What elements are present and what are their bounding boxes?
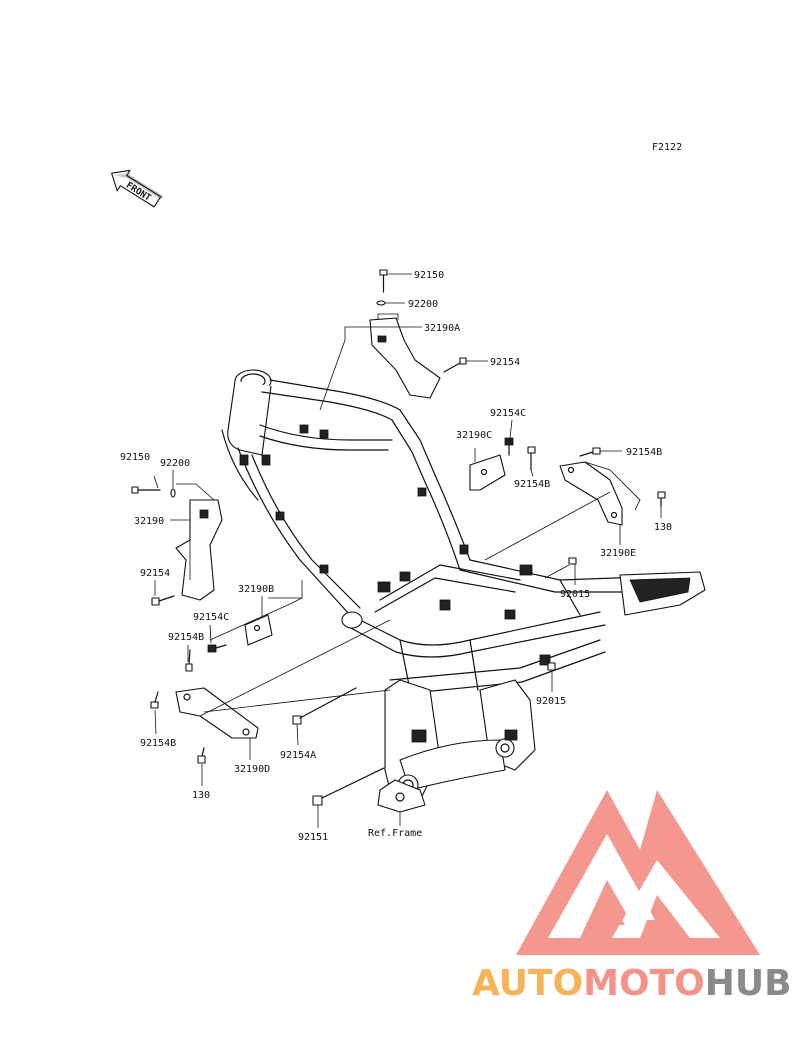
bolt-icon — [443, 357, 467, 373]
bolt-icon — [504, 437, 514, 456]
part-label: 92154A — [280, 750, 316, 761]
part-label: 92154C — [193, 612, 229, 623]
bolt-icon — [527, 446, 536, 471]
part-label: 130 — [192, 790, 210, 801]
diagram-code: F2122 — [652, 142, 682, 153]
front-arrow-icon: FRONT — [111, 169, 164, 208]
bolt-icon — [207, 644, 227, 653]
parts-group — [131, 269, 666, 806]
part-label: 32190A — [424, 323, 460, 334]
part-label: 92154 — [490, 357, 520, 368]
part-label: 92154B — [626, 447, 662, 458]
part-label: 92154B — [140, 738, 176, 749]
bracket-icon — [175, 687, 259, 739]
watermark-text: AUTOMOTOHUB — [472, 963, 792, 1004]
part-label: 92200 — [160, 458, 190, 469]
nut-icon — [547, 662, 556, 671]
frame-drawing — [221, 369, 706, 813]
bracket-icon — [559, 461, 623, 526]
bolt-icon — [657, 491, 666, 507]
bracket-icon — [175, 499, 223, 601]
long-bolt-icon — [292, 687, 357, 725]
long-bolt-icon — [312, 767, 385, 806]
part-label: 130 — [654, 522, 672, 533]
bolt-icon — [150, 691, 159, 709]
part-label: 92015 — [560, 589, 590, 600]
reference-label: Ref.Frame — [368, 828, 422, 839]
washer-icon — [376, 300, 386, 306]
part-label: 32190D — [234, 764, 270, 775]
part-label: 92154C — [490, 408, 526, 419]
bracket-icon — [469, 454, 506, 491]
bolt-icon — [185, 649, 193, 672]
bolt-icon — [197, 747, 206, 764]
bolt-icon — [579, 447, 601, 457]
part-label: 92154B — [514, 479, 550, 490]
nut-icon — [568, 557, 577, 565]
part-label: 92151 — [298, 832, 328, 843]
part-label: 32190 — [134, 516, 164, 527]
part-label: 92200 — [408, 299, 438, 310]
washer-icon — [170, 488, 176, 498]
leader-lines — [153, 273, 662, 828]
bolt-icon — [131, 486, 161, 494]
bolt-icon — [379, 269, 388, 293]
part-label: 92154 — [140, 568, 170, 579]
part-label: 92150 — [120, 452, 150, 463]
part-labels: 92150 92200 32190A 92154 92154C 32190C 9… — [120, 270, 672, 843]
watermark-logo — [516, 790, 760, 955]
part-label: 32190B — [238, 584, 274, 595]
bolt-icon — [151, 595, 175, 606]
part-label: 92150 — [414, 270, 444, 281]
part-label: 92015 — [536, 696, 566, 707]
part-label: 32190C — [456, 430, 492, 441]
part-label: 92154B — [168, 632, 204, 643]
bracket-icon — [369, 317, 441, 399]
part-label: 32190E — [600, 548, 636, 559]
